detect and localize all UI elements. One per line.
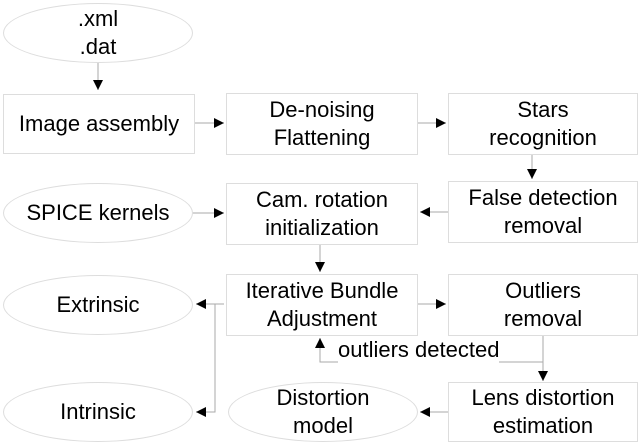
extrinsic-label: Extrinsic	[56, 292, 140, 317]
cam-rotation-node: Cam. rotation initialization	[226, 183, 418, 245]
distortion-model-line-1: Distortion	[276, 385, 370, 410]
denoising-line-1: De-noising	[269, 97, 375, 122]
outliers-removal-node: Outliers removal	[448, 274, 638, 336]
distortion-model-line-2: model	[293, 413, 353, 438]
spice-kernels-node: SPICE kernels	[3, 183, 193, 243]
lens-distortion-node: Lens distortion estimation	[448, 382, 638, 442]
input-files-line-2: .dat	[79, 34, 117, 59]
bundle-adjustment-line-2: Adjustment	[266, 306, 378, 331]
outliers-detected-label: outliers detected	[338, 337, 500, 363]
bundle-adjustment-line-1: Iterative Bundle	[245, 278, 399, 303]
cam-rotation-line-1: Cam. rotation	[255, 187, 389, 212]
extrinsic-node: Extrinsic	[3, 275, 193, 335]
edge-bundle-to-intrinsic	[196, 304, 216, 417]
input-files-node: .xml .dat	[3, 3, 193, 63]
image-assembly-node: Image assembly	[3, 94, 195, 154]
denoising-line-2: Flattening	[273, 125, 371, 150]
lens-distortion-line-1: Lens distortion	[471, 385, 615, 410]
spice-kernels-label: SPICE kernels	[26, 200, 170, 225]
outliers-removal-line-1: Outliers	[505, 278, 581, 303]
lens-distortion-line-2: estimation	[492, 413, 594, 438]
stars-recognition-line-1: Stars	[517, 97, 569, 122]
false-detection-node: False detection removal	[448, 181, 638, 243]
bundle-adjustment-node: Iterative Bundle Adjustment	[226, 274, 418, 336]
intrinsic-node: Intrinsic	[3, 382, 193, 442]
false-detection-line-1: False detection	[468, 185, 618, 210]
input-files-line-1: .xml	[77, 6, 119, 31]
outliers-removal-line-2: removal	[503, 306, 583, 331]
distortion-model-node: Distortion model	[228, 382, 418, 442]
image-assembly-label: Image assembly	[18, 111, 180, 136]
stars-recognition-node: Stars recognition	[448, 93, 638, 155]
intrinsic-label: Intrinsic	[60, 399, 136, 424]
denoising-node: De-noising Flattening	[226, 93, 418, 155]
false-detection-line-2: removal	[503, 213, 583, 238]
cam-rotation-line-2: initialization	[265, 215, 379, 240]
stars-recognition-line-2: recognition	[489, 125, 597, 150]
